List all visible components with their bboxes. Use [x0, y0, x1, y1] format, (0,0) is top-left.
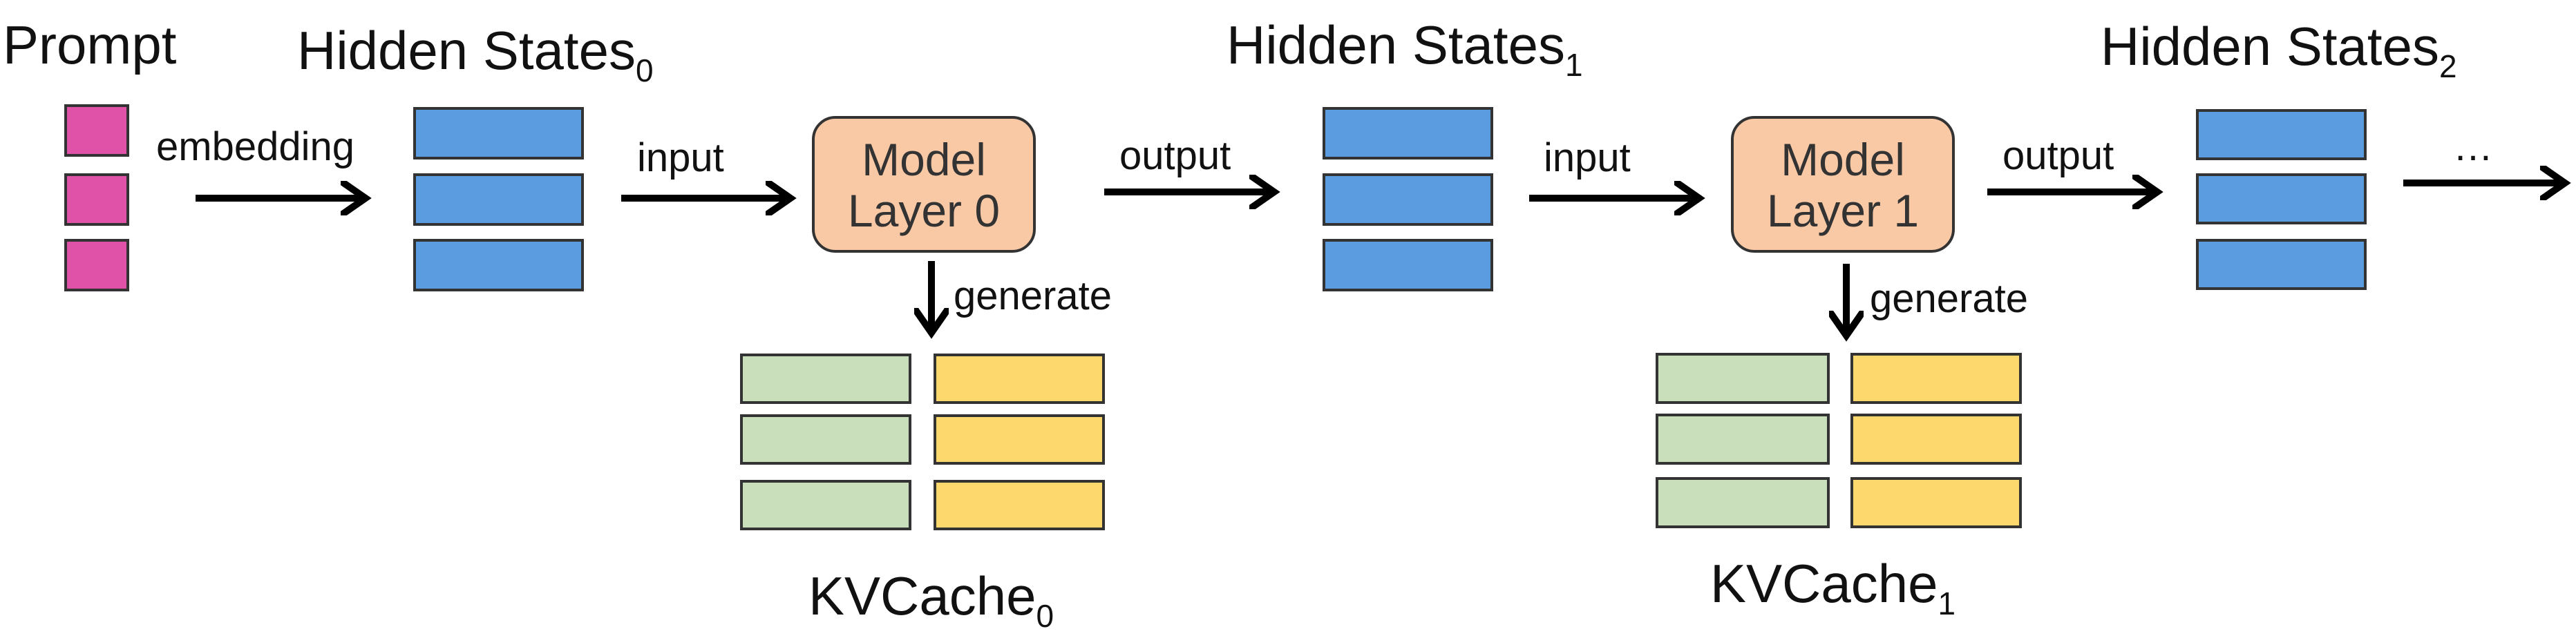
- hidden-states-2: [2196, 109, 2367, 290]
- kv-key-row: [1656, 414, 1830, 465]
- hidden-states-1-label: Hidden States1: [1227, 14, 1583, 83]
- hidden-state-row: [1323, 239, 1493, 291]
- model-layer-1: Model Layer 1: [1731, 116, 1955, 253]
- prompt-token: [64, 173, 129, 226]
- model-layer-0-line1: Model: [862, 134, 986, 185]
- generate-label-1: generate: [1870, 276, 2028, 321]
- hidden-states-0: [413, 107, 584, 291]
- generate-label-0: generate: [954, 273, 1112, 318]
- kvcache-1-keys: [1656, 353, 1830, 528]
- kv-value-row: [1850, 414, 2022, 465]
- kv-key-row: [740, 480, 911, 530]
- prompt-token: [64, 104, 129, 157]
- kv-value-row: [934, 354, 1105, 404]
- hidden-state-row: [1323, 173, 1493, 226]
- hidden-state-row: [1323, 107, 1493, 160]
- model-layer-1-line1: Model: [1781, 134, 1905, 185]
- output-label-1: output: [2002, 133, 2114, 178]
- model-layer-0-box: [812, 116, 1036, 253]
- kv-key-row: [1656, 477, 1830, 528]
- kvcache-0-keys: [740, 354, 911, 530]
- kv-value-row: [934, 414, 1105, 465]
- hidden-state-row: [413, 239, 584, 291]
- hidden-states-0-label: Hidden States0: [297, 20, 654, 88]
- kv-key-row: [1656, 353, 1830, 404]
- hidden-state-row: [2196, 173, 2367, 224]
- input-label-1: input: [1544, 135, 1631, 180]
- model-layer-0: Model Layer 0: [812, 116, 1036, 253]
- input-label-0: input: [637, 135, 724, 180]
- hidden-states-2-label: Hidden States2: [2101, 16, 2457, 84]
- hidden-state-row: [413, 173, 584, 226]
- kv-key-row: [740, 414, 911, 465]
- prompt-token: [64, 239, 129, 291]
- output-label-0: output: [1119, 133, 1231, 178]
- prompt-label: Prompt: [3, 14, 177, 75]
- hidden-state-row: [2196, 239, 2367, 290]
- prompt-tokens: [64, 104, 129, 291]
- kvcache-0-values: [934, 354, 1105, 530]
- hidden-state-row: [413, 107, 584, 160]
- kv-value-row: [1850, 353, 2022, 404]
- kvcache-1-label: KVCache1: [1710, 553, 1955, 621]
- hidden-states-1: [1323, 107, 1493, 291]
- ellipsis: …: [2453, 124, 2493, 169]
- kv-value-row: [1850, 477, 2022, 528]
- embedding-label: embedding: [156, 124, 354, 169]
- model-layer-1-box: [1731, 116, 1955, 253]
- kvcache-0-label: KVCache0: [808, 566, 1054, 634]
- model-layer-1-line2: Layer 1: [1767, 185, 1919, 236]
- model-layer-0-line2: Layer 0: [848, 185, 1000, 236]
- kv-key-row: [740, 354, 911, 404]
- kvcache-1-values: [1850, 353, 2022, 528]
- kv-value-row: [934, 480, 1105, 530]
- hidden-state-row: [2196, 109, 2367, 160]
